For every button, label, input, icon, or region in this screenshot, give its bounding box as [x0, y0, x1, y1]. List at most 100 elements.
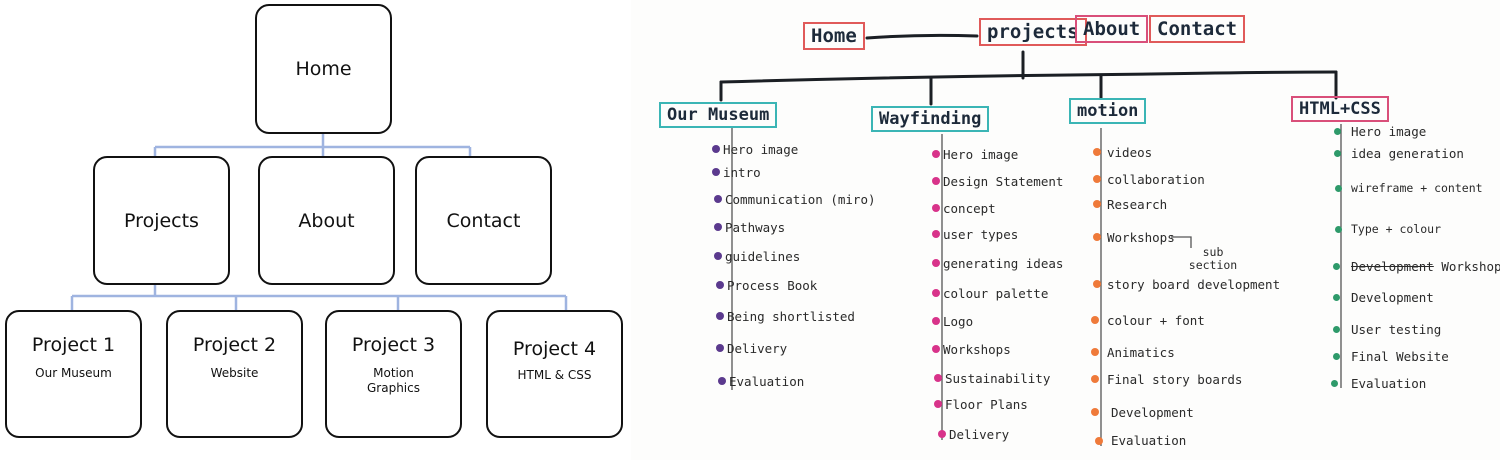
bullet-dot — [932, 317, 940, 325]
bullet-dot — [934, 374, 942, 382]
sketch-motion-box: motion — [1069, 98, 1147, 124]
sketch-home-label: Home — [811, 25, 857, 47]
list-item: Logo — [943, 314, 974, 329]
list-item: Delivery — [727, 341, 788, 356]
bullet-dot — [1095, 437, 1103, 445]
bullet-dot — [1333, 263, 1340, 270]
list-item: Pathways — [725, 220, 786, 235]
projects-box: Projects — [93, 156, 230, 285]
list-item: colour palette — [943, 286, 1049, 301]
list-item: Research — [1107, 197, 1168, 212]
list-item: Communication (miro) — [725, 192, 876, 207]
bullet-dot — [932, 150, 940, 158]
list-item: Animatics — [1107, 345, 1175, 360]
list-item: Process Book — [727, 278, 818, 293]
whiteboard-sitemap: Home projects About Contact Our Museum W… — [631, 0, 1500, 460]
bullet-dot — [716, 281, 724, 289]
list-item: Hero image — [723, 142, 799, 157]
bullet-dot — [716, 312, 724, 320]
list-item: Workshops — [1107, 230, 1175, 245]
list-item: Hero image — [1351, 124, 1427, 139]
bullet-dot — [932, 177, 940, 185]
contact-box: Contact — [415, 156, 552, 285]
project4-box: Project 4 HTML & CSS — [486, 310, 623, 438]
list-item: story board development — [1107, 277, 1281, 292]
list-item: generating ideas — [943, 256, 1064, 271]
project3-box: Project 3 Motion Graphics — [325, 310, 462, 438]
list-item: Evaluation — [729, 374, 805, 389]
bullet-dot — [1331, 380, 1338, 387]
bullet-dot — [934, 400, 942, 408]
bullet-dot — [1335, 226, 1342, 233]
bullet-dot — [932, 345, 940, 353]
bullet-dot — [1093, 233, 1101, 241]
bullet-dot — [932, 204, 940, 212]
sketch-projects-label: projects — [987, 21, 1079, 43]
project2-subtitle: Website — [210, 366, 259, 380]
home-box: Home — [255, 4, 392, 134]
bullet-dot — [716, 344, 724, 352]
list-item: Evaluation — [1111, 433, 1187, 448]
list-item: Sustainability — [945, 371, 1051, 386]
project2-box: Project 2 Website — [166, 310, 303, 438]
list-item: Delivery — [949, 427, 1010, 442]
list-item: Type + colour — [1351, 222, 1442, 236]
list-item: user types — [943, 227, 1019, 242]
list-item: Workshops — [943, 342, 1011, 357]
project3-title: Project 3 — [351, 334, 436, 356]
sketch-about-box: About — [1075, 15, 1149, 43]
ink-home-to-projects — [865, 33, 979, 40]
project1-box: Project 1 Our Museum — [5, 310, 142, 438]
sketch-about-label: About — [1083, 18, 1141, 40]
contact-label: Contact — [446, 209, 521, 232]
bullet-dot — [1091, 316, 1099, 324]
bullet-dot — [932, 289, 940, 297]
bullet-dot — [718, 377, 726, 385]
list-item: concept — [943, 201, 996, 216]
list-item: Final Website — [1351, 349, 1449, 364]
ink-subsection-bracket — [1171, 236, 1192, 248]
list-item: guidelines — [725, 249, 801, 264]
about-label: About — [298, 209, 355, 232]
bullet-dot — [712, 145, 720, 153]
sketch-contact-box: Contact — [1149, 15, 1246, 43]
bullet-dot — [1335, 185, 1342, 192]
bullet-dot — [1093, 280, 1101, 288]
list-item: Evaluation — [1351, 376, 1427, 391]
list-item: Development — [1351, 290, 1434, 305]
project2-title: Project 2 — [192, 334, 277, 356]
bullet-dot — [714, 195, 722, 203]
bullet-dot — [1333, 326, 1340, 333]
bullet-dot — [1334, 150, 1341, 157]
bullet-dot — [1333, 294, 1340, 301]
sketch-htmlcss-label: HTML+CSS — [1299, 99, 1381, 119]
projects-label: Projects — [124, 209, 199, 232]
list-item: Being shortlisted — [727, 309, 855, 324]
list-item: collaboration — [1107, 172, 1205, 187]
sketch-contact-label: Contact — [1157, 18, 1238, 40]
ink-main-bar — [719, 70, 1338, 84]
bullet-dot — [1091, 408, 1099, 416]
workshops-text: Workshops — [1441, 259, 1500, 274]
list-item: User testing — [1351, 322, 1442, 337]
subsection-note: sub section — [1188, 245, 1238, 272]
bullet-dot — [1091, 375, 1099, 383]
about-box: About — [258, 156, 395, 285]
bullet-dot — [714, 223, 722, 231]
list-item: Design Statement — [943, 174, 1064, 189]
bullet-dot — [1093, 175, 1101, 183]
digital-sitemap: Home Projects About Contact Project 1 Ou… — [0, 0, 628, 460]
project4-title: Project 4 — [512, 338, 597, 360]
sketch-wayfinding-label: Wayfinding — [879, 109, 982, 129]
sitemap-connectors — [70, 133, 568, 310]
bullet-dot — [938, 430, 946, 438]
sketch-htmlcss-box: HTML+CSS — [1291, 96, 1389, 122]
bullet-dot — [932, 259, 940, 267]
bullet-dot — [1093, 148, 1101, 156]
list-item: idea generation — [1351, 146, 1464, 161]
bullet-dot — [932, 230, 940, 238]
list-item: colour + font — [1107, 313, 1205, 328]
list-item-struck: Development Workshops — [1351, 259, 1500, 274]
struck-text: Development — [1351, 259, 1434, 274]
project1-subtitle: Our Museum — [35, 366, 112, 380]
